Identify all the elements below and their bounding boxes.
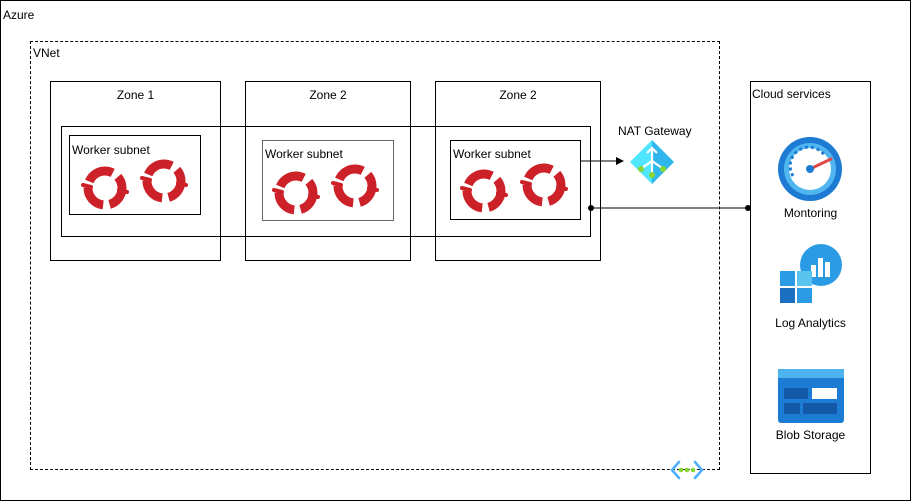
zone-3-label: Zone 2 (499, 88, 537, 102)
blob-storage-icon (778, 369, 844, 423)
vnet-icon (670, 460, 704, 480)
nat-gateway-label: NAT Gateway (618, 124, 692, 138)
blob-storage-label: Blob Storage (775, 428, 846, 442)
vnet-boundary (30, 41, 720, 470)
worker-subnet-2-label: Worker subnet (265, 147, 343, 161)
worker-subnet-3-label: Worker subnet (453, 147, 531, 161)
azure-label: Azure (3, 8, 35, 22)
cloud-services-box (750, 81, 871, 474)
monitoring-gauge-icon (778, 137, 842, 201)
zone-1-label: Zone 1 (116, 88, 155, 102)
cloud-services-label: Cloud services (752, 87, 831, 101)
log-analytics-label: Log Analytics (775, 316, 846, 330)
zone-3-box (435, 81, 601, 261)
worker-subnet-container (61, 126, 591, 237)
log-analytics-icon (780, 244, 842, 303)
worker-subnet-1-label: Worker subnet (72, 143, 150, 157)
zone-1-box (50, 81, 221, 261)
nat-gateway-icon (630, 140, 674, 184)
zone-2-label: Zone 2 (309, 88, 347, 102)
vnet-label: VNet (33, 46, 60, 60)
zone-2-box (245, 81, 411, 261)
monitoring-label: Montoring (783, 206, 838, 220)
